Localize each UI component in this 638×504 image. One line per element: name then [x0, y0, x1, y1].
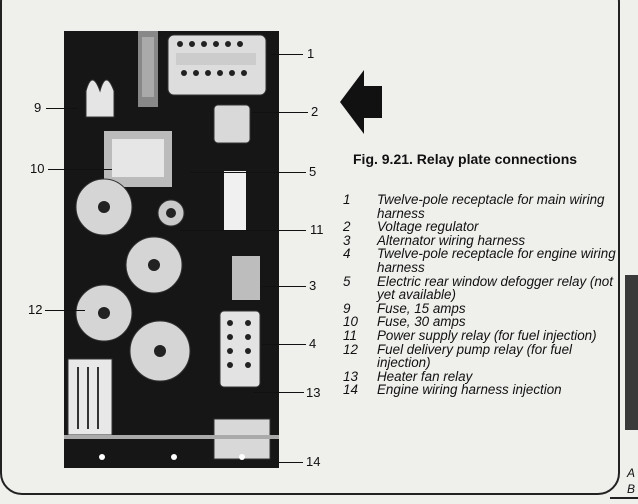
callout-1: 1	[307, 46, 315, 61]
legend-item: 9 Fuse, 15 amps	[343, 302, 628, 316]
callout-4: 4	[309, 336, 317, 351]
callout-10: 10	[30, 161, 45, 176]
leader-4	[262, 344, 306, 345]
leader-3	[262, 286, 306, 287]
callout-13: 13	[306, 385, 321, 400]
leader-1	[271, 54, 303, 55]
leader-9	[46, 108, 78, 109]
leader-5	[190, 172, 306, 173]
relay-plate-illustration	[64, 31, 279, 468]
legend-item: 3 Alternator wiring harness	[343, 234, 628, 248]
legend-num: 9	[343, 300, 351, 316]
figure-caption: Fig. 9.21. Relay plate connections	[353, 151, 578, 167]
callout-11: 11	[310, 222, 324, 237]
legend-num: 12	[343, 341, 358, 357]
callout-2: 2	[311, 104, 319, 119]
legend-item: 13 Heater fan relay	[343, 370, 628, 384]
legend-num: 4	[343, 246, 351, 262]
leader-12	[45, 310, 85, 311]
leader-14	[279, 462, 303, 463]
legend-item: 2 Voltage regulator	[343, 220, 628, 234]
legend-num: 11	[343, 327, 357, 343]
legend-num: 5	[343, 273, 351, 289]
legend-text: Twelve-pole receptacle for engine wiring…	[377, 246, 616, 275]
legend-item: 4 Twelve-pole receptacle for engine wirin…	[343, 247, 628, 274]
left-arrow-icon	[340, 70, 382, 134]
corner-label-a: A	[627, 466, 636, 480]
legend-text: Power supply relay (for fuel injection)	[377, 327, 597, 343]
callout-3: 3	[309, 278, 317, 293]
legend-item: 5 Electric rear window defogger relay (no…	[343, 273, 628, 303]
bottom-rule	[610, 497, 638, 499]
callout-12: 12	[28, 302, 43, 317]
legend-num: 14	[343, 382, 358, 398]
leader-11	[180, 230, 306, 231]
legend-item: 11 Power supply relay (for fuel injection…	[343, 329, 628, 343]
adjacent-photo-edge	[625, 275, 638, 430]
page-border	[0, 0, 620, 495]
legend-num: 3	[343, 232, 351, 248]
leader-2	[252, 112, 308, 113]
legend-item: 14 Engine wiring harness injection	[343, 383, 628, 397]
relay-plate-photo	[64, 31, 279, 468]
legend-text: Twelve-pole receptacle for main wiring h…	[377, 192, 605, 221]
legend-num: 2	[343, 219, 351, 235]
legend-text: Fuel delivery pump relay (for fuel injec…	[377, 341, 572, 371]
callout-14: 14	[306, 454, 321, 469]
legend-num: 1	[343, 192, 351, 207]
legend-text: Heater fan relay	[377, 368, 473, 384]
callout-9: 9	[34, 100, 42, 115]
legend-text: Electric rear window defogger relay (not…	[377, 273, 613, 303]
legend-item: 10 Fuse, 30 amps	[343, 315, 628, 329]
legend-num: 13	[343, 368, 358, 384]
legend-num: 10	[343, 314, 358, 330]
legend-text: Alternator wiring harness	[377, 232, 526, 248]
legend-item: 12 Fuel delivery pump relay (for fuel inj…	[343, 341, 628, 371]
leader-10	[48, 169, 112, 170]
legend-text: Fuse, 30 amps	[377, 314, 466, 330]
corner-label-b: B	[627, 482, 636, 496]
callout-5: 5	[309, 164, 317, 179]
legend-text: Fuse, 15 amps	[377, 300, 466, 316]
legend-text: Voltage regulator	[377, 219, 479, 235]
legend-list: 1 Twelve-pole receptacle for main wiring …	[343, 193, 628, 397]
legend-text: Engine wiring harness injection	[377, 382, 562, 398]
legend-item: 1 Twelve-pole receptacle for main wiring …	[343, 193, 628, 220]
leader-13	[254, 392, 304, 393]
